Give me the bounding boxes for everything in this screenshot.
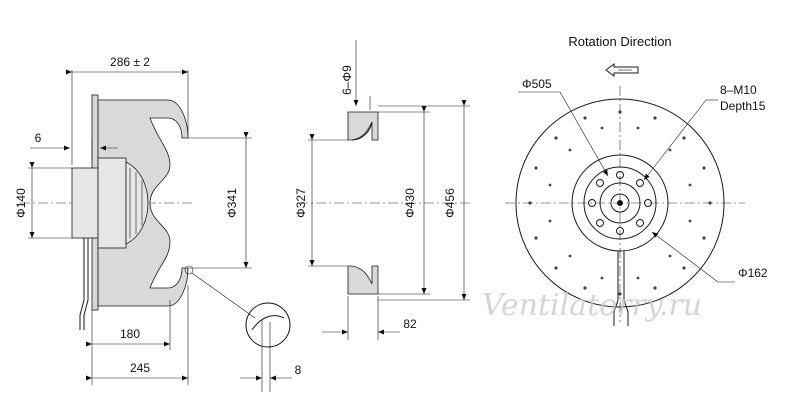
dim-throat-diameter: Φ327 [294, 188, 308, 218]
dim-inlet-depth: 82 [403, 317, 417, 331]
inlet-ring-bottom [347, 265, 379, 295]
rotation-direction-title: Rotation Direction [568, 34, 671, 49]
dim-overall-length: 286 ± 2 [110, 55, 150, 69]
detail-circle [245, 302, 291, 348]
hub-inner [599, 182, 641, 224]
motor-flange [71, 167, 99, 239]
dim-hub-diameter: Φ162 [738, 266, 768, 280]
dim-ring-diameter: Φ430 [403, 188, 417, 218]
dim-depth-180: 180 [120, 327, 140, 341]
hub-ring [583, 166, 657, 240]
threaded-holes [588, 171, 652, 235]
dim-impeller-diameter: Φ505 [522, 77, 552, 91]
dim-flange-offset: 6 [35, 131, 42, 145]
inlet-view: 6–Φ9 Φ327 Φ430 Φ456 82 [294, 40, 470, 340]
shaft [610, 193, 630, 213]
detail-marker [184, 265, 194, 275]
dim-outer-diameter: Φ456 [443, 188, 457, 218]
hub-outer [571, 154, 669, 252]
cable [79, 238, 85, 330]
impeller-outer [515, 98, 725, 308]
dim-detail-offset: 8 [295, 363, 302, 377]
motor-rotor [125, 161, 149, 245]
dim-inlet-diameter: Φ341 [225, 188, 239, 218]
shaft-center [617, 200, 623, 206]
side-view: 286 ± 2 6 Φ140 Φ341 180 245 [14, 55, 302, 392]
dim-depth-245: 245 [130, 361, 150, 375]
dim-thread-depth: Depth15 [720, 99, 766, 113]
front-cable [613, 251, 619, 326]
motor-body [97, 157, 127, 249]
blade-rivets [528, 110, 712, 296]
watermark: Ventilatorry.ru [482, 288, 702, 323]
dim-threads: 8–M10 [720, 83, 757, 97]
rotation-arrow-icon [605, 63, 639, 77]
front-view: Rotation Direction [505, 34, 768, 326]
dim-holes: 6–Φ9 [340, 65, 354, 95]
dim-motor-diameter: Φ140 [14, 188, 28, 218]
